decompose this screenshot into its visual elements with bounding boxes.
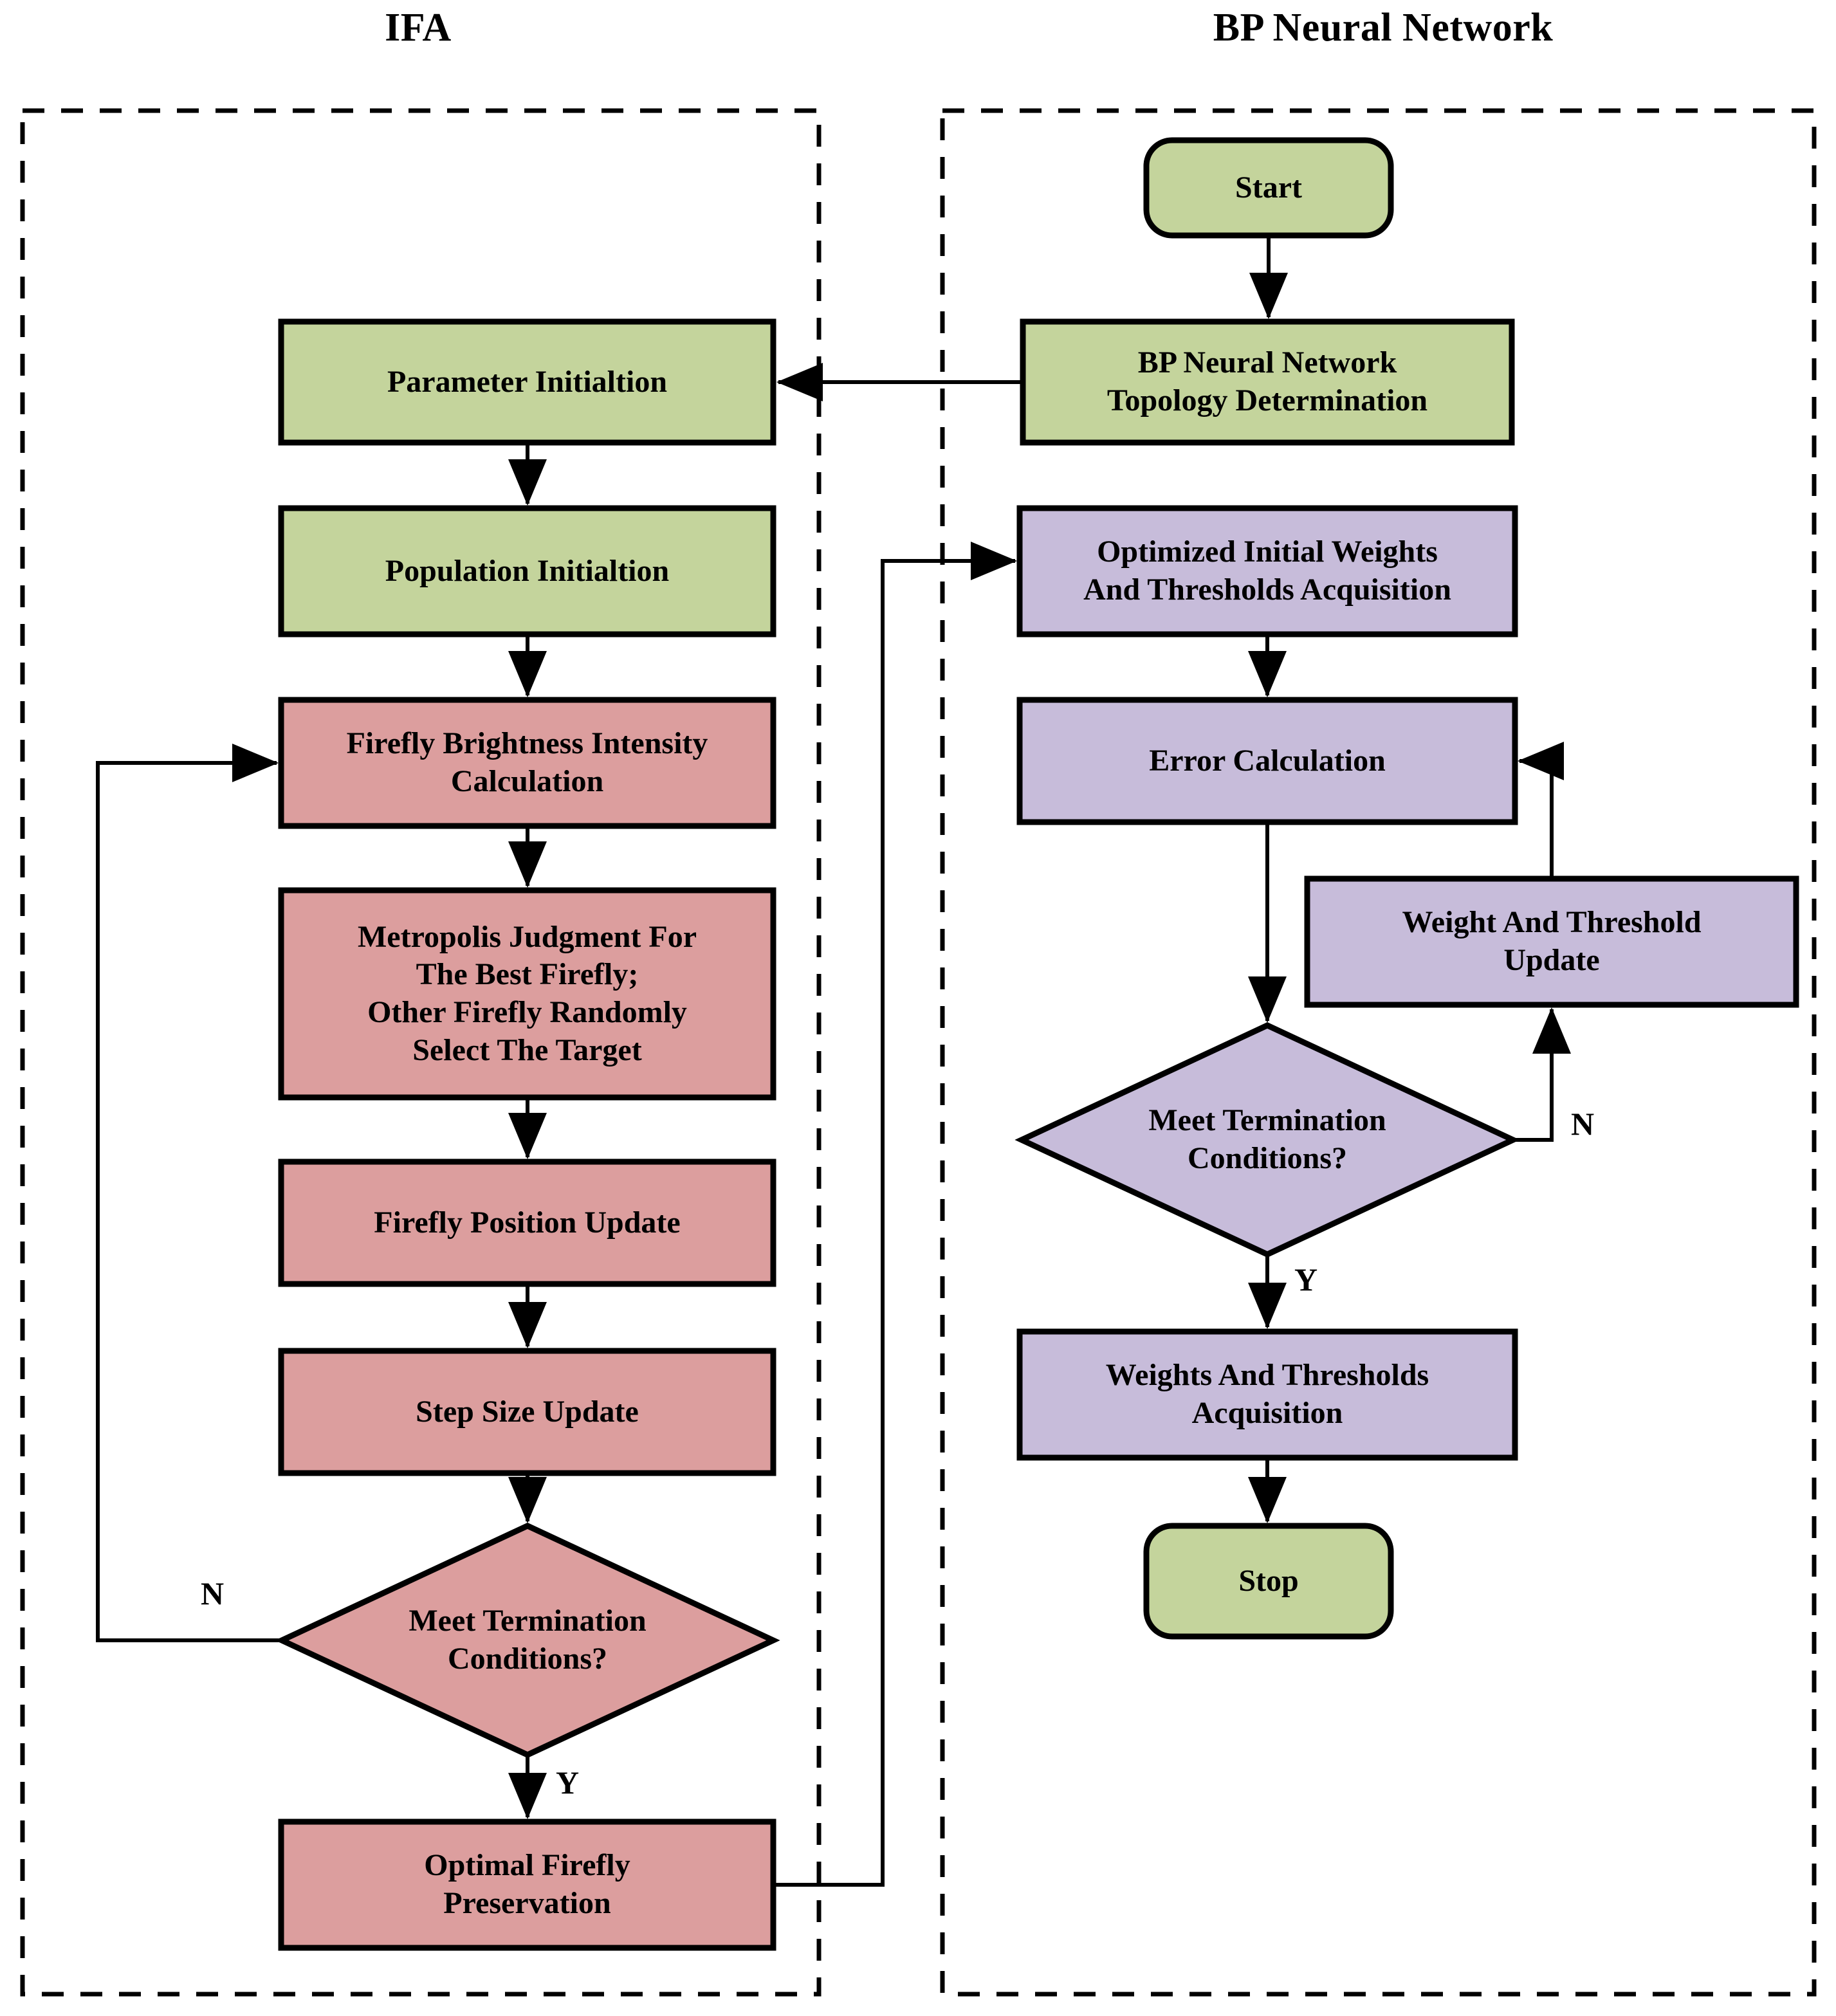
column-title-bp: BP Neural Network bbox=[1213, 6, 1554, 50]
node-population-initialtion bbox=[278, 505, 776, 637]
group-box-ifa bbox=[20, 108, 822, 1997]
node-ifa-decision bbox=[275, 1523, 780, 1758]
column-title-ifa: IFA bbox=[385, 6, 452, 50]
node-step-size-update bbox=[278, 1348, 776, 1476]
node-optimal-firefly-preservation bbox=[278, 1819, 776, 1951]
group-box-bp bbox=[940, 108, 1817, 1997]
node-firefly-position-update bbox=[278, 1159, 776, 1287]
node-bp-topology bbox=[1020, 318, 1515, 446]
edge-label-ifa-no: N bbox=[200, 1575, 225, 1611]
node-start bbox=[1143, 137, 1394, 239]
node-metropolis-judgment bbox=[278, 887, 776, 1101]
edge-label-ifa-yes: Y bbox=[555, 1764, 580, 1801]
edge-weight-update-to-error bbox=[1518, 742, 1564, 879]
node-stop bbox=[1143, 1523, 1394, 1640]
edge-label-bp-no: N bbox=[1570, 1106, 1595, 1142]
node-final-weights bbox=[1016, 1328, 1518, 1461]
node-firefly-brightness bbox=[278, 697, 776, 829]
node-optimized-weights bbox=[1016, 505, 1518, 637]
node-error-calculation bbox=[1016, 697, 1518, 825]
node-weight-threshold-update bbox=[1304, 875, 1799, 1008]
edge-label-bp-yes: Y bbox=[1294, 1261, 1318, 1297]
node-parameter-initialtion bbox=[278, 318, 776, 446]
node-bp-decision bbox=[1014, 1022, 1520, 1258]
edge-bp-decision-no-loop bbox=[1513, 1007, 1571, 1142]
edge-ifa-decision-no-loop bbox=[96, 744, 282, 1642]
edge-optimal-firefly-to-optimized-weights bbox=[773, 542, 1017, 1887]
